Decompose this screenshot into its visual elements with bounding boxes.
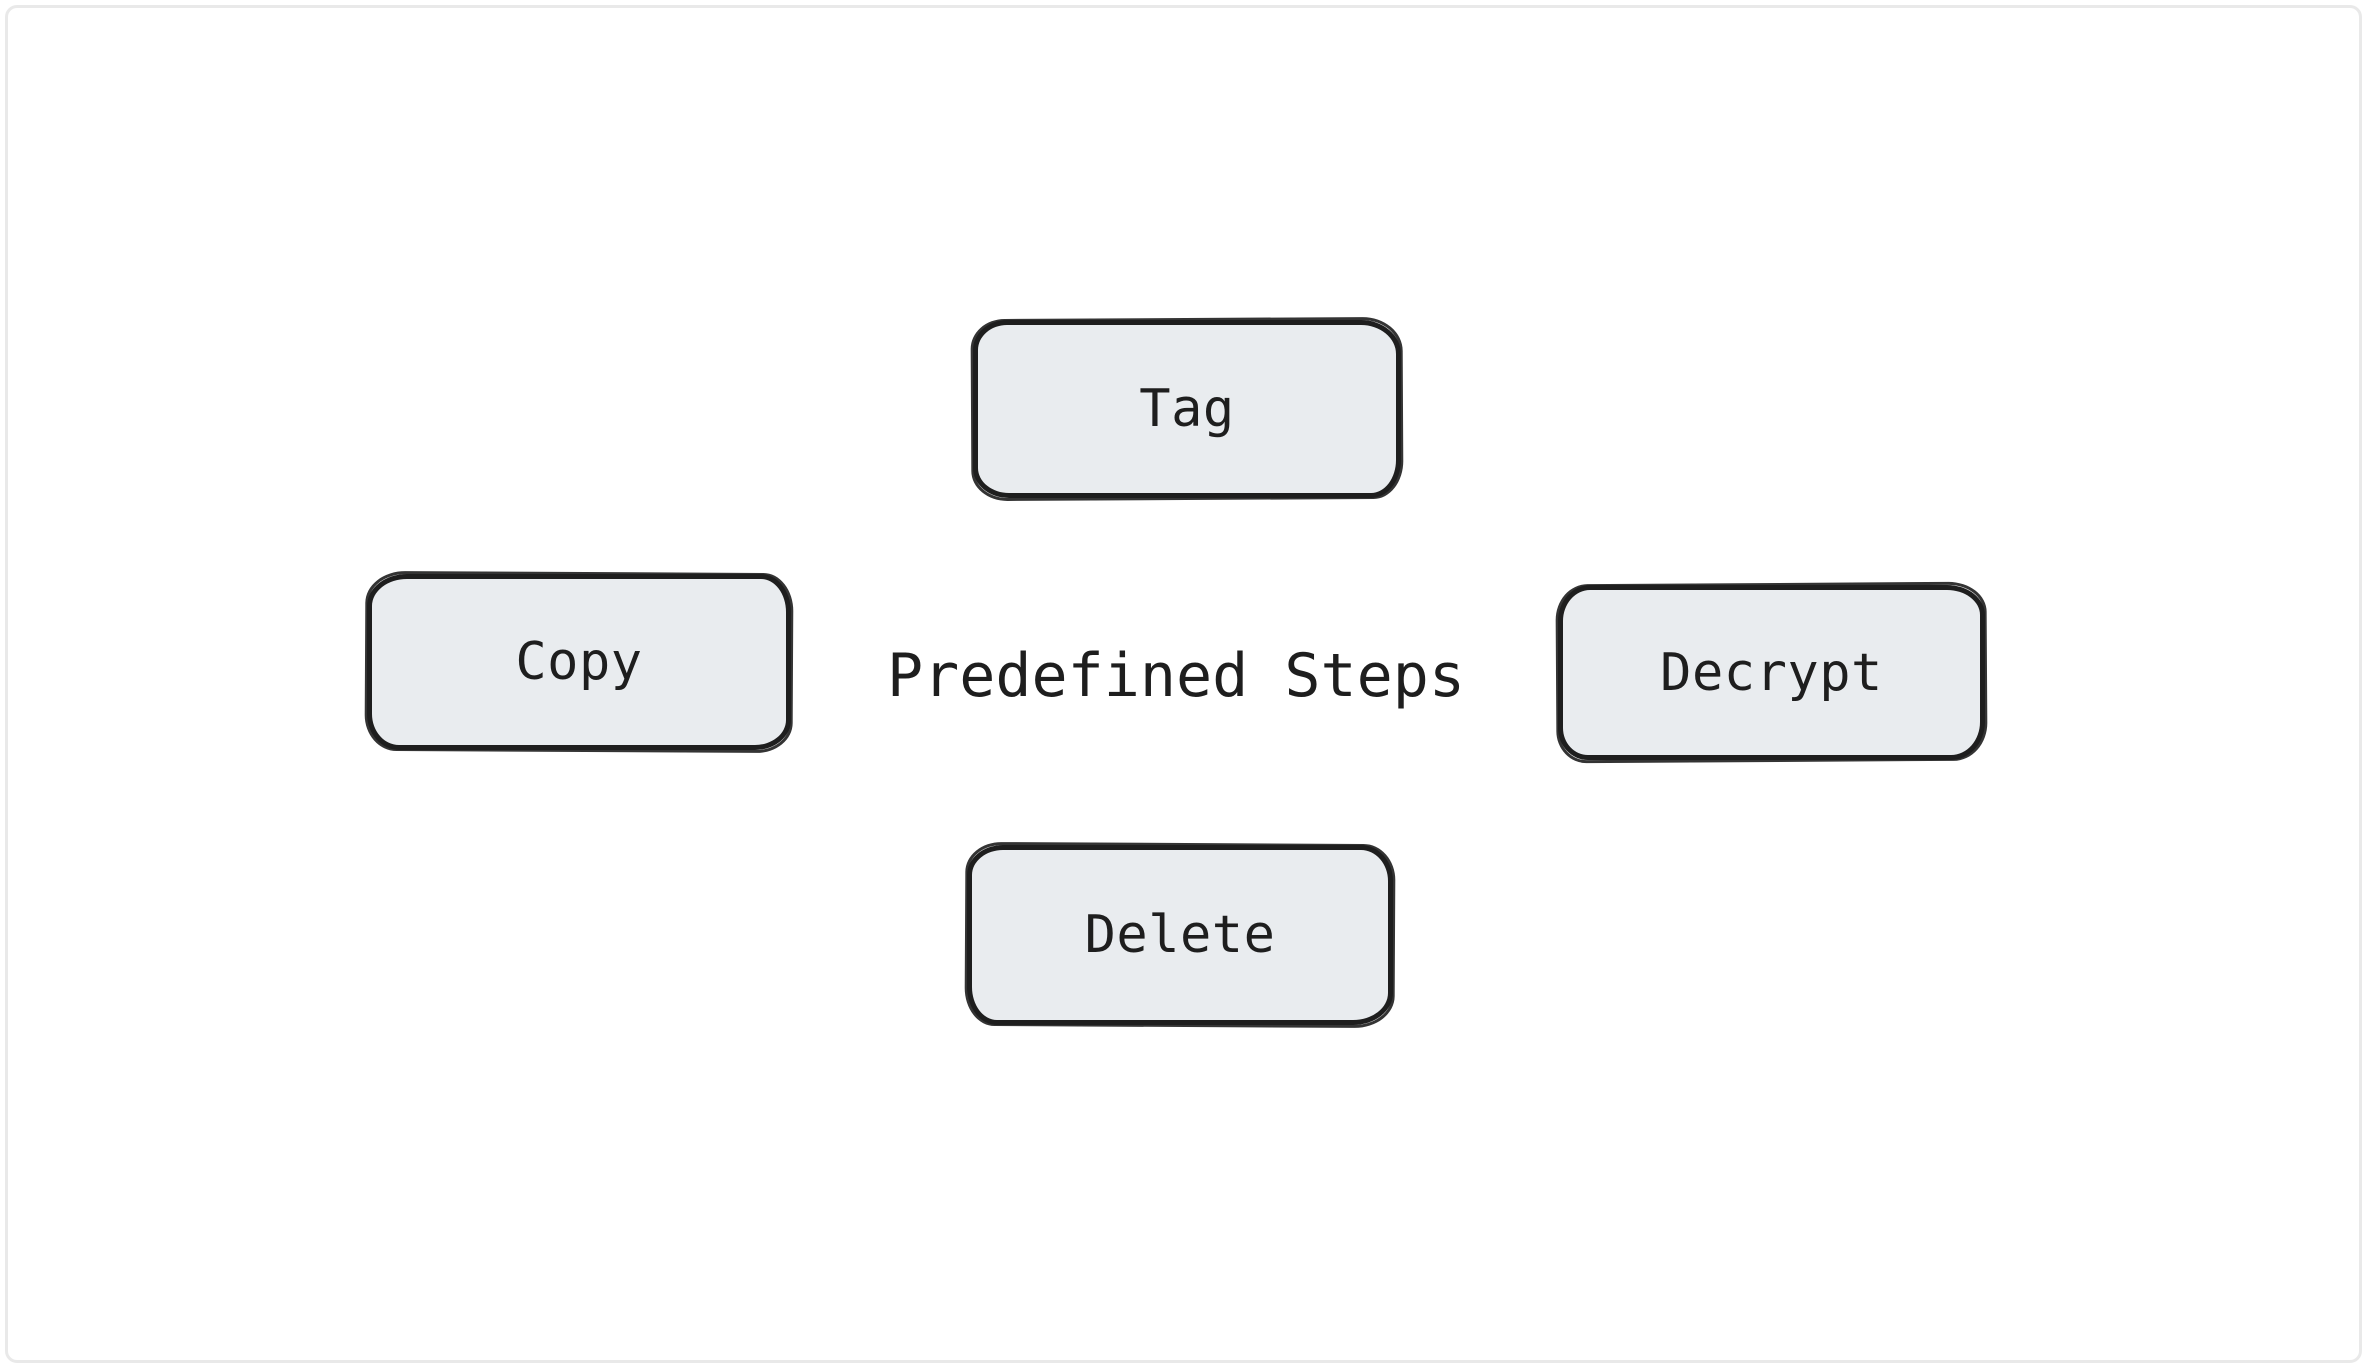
node-decrypt[interactable]: Decrypt — [1558, 585, 1985, 760]
node-copy-label: Copy — [515, 632, 643, 692]
node-tag[interactable]: Tag — [973, 320, 1401, 498]
node-delete-label: Delete — [1084, 905, 1276, 965]
node-delete[interactable]: Delete — [967, 845, 1393, 1025]
node-copy[interactable]: Copy — [367, 574, 791, 750]
diagram-title: Predefined Steps — [887, 641, 1465, 711]
node-decrypt-label: Decrypt — [1660, 642, 1883, 703]
node-tag-label: Tag — [1139, 379, 1235, 439]
